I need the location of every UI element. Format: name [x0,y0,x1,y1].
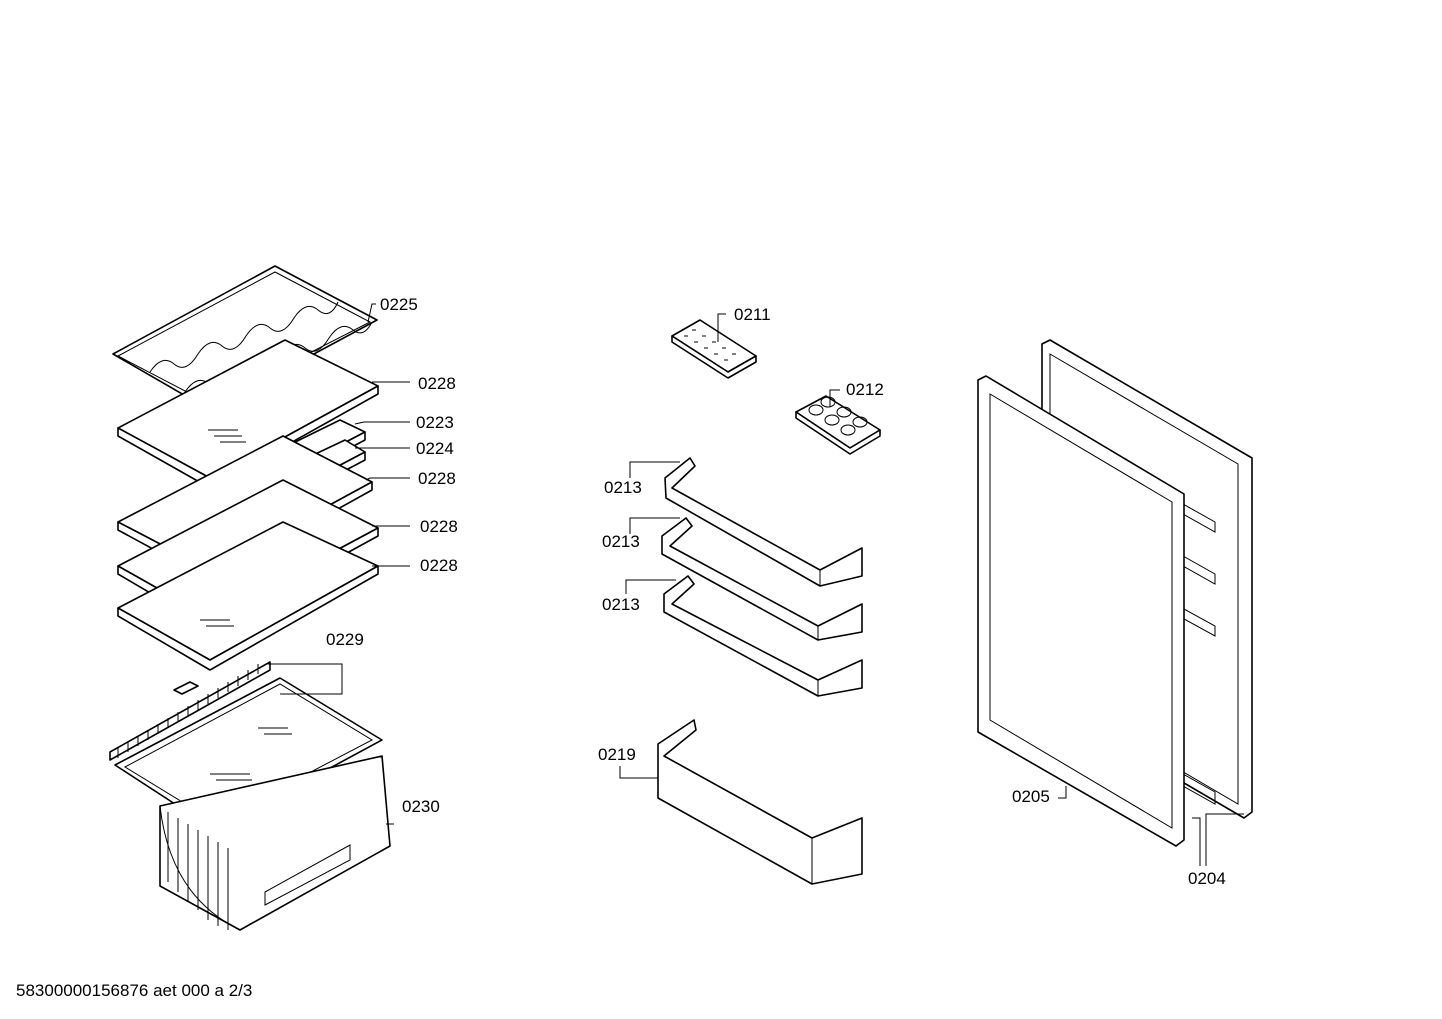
part-0212-egg-tray[interactable] [795,395,881,455]
part-0230-crisper-bin[interactable] [159,755,391,931]
part-0213-door-shelf-3[interactable] [663,575,863,697]
part-0211-ice-cube-tray[interactable] [671,319,757,379]
callout-0211: 0211 [734,305,771,324]
callout-0228-4: 0228 [420,556,458,575]
callout-0213-3: 0213 [602,595,640,614]
callout-0225: 0225 [380,295,418,314]
callout-0213-2: 0213 [602,532,640,551]
callout-0224: 0224 [416,439,454,458]
callout-0228-3: 0228 [420,517,458,536]
leader-lines [268,303,1244,866]
part-0213-door-shelf-2[interactable] [661,517,863,641]
part-0219-bottle-shelf[interactable] [657,719,863,885]
part-0213-door-shelf-1[interactable] [664,457,863,587]
callout-0229: 0229 [326,630,364,649]
drawing-reference-number: 58300000156876 aet 000 a 2/3 [16,981,253,1000]
callout-0230: 0230 [402,797,440,816]
callout-0213-1: 0213 [604,478,642,497]
part-0229-crisper-cover[interactable] [109,661,383,831]
callout-0204: 0204 [1188,869,1226,888]
callout-0228-2: 0228 [418,469,456,488]
callout-0223: 0223 [416,413,454,432]
callout-0228-1: 0228 [418,374,456,393]
callout-0212: 0212 [846,380,884,399]
callout-0205: 0205 [1012,787,1050,806]
part-0205-door-gasket[interactable] [977,375,1185,847]
callout-0219: 0219 [598,745,636,764]
